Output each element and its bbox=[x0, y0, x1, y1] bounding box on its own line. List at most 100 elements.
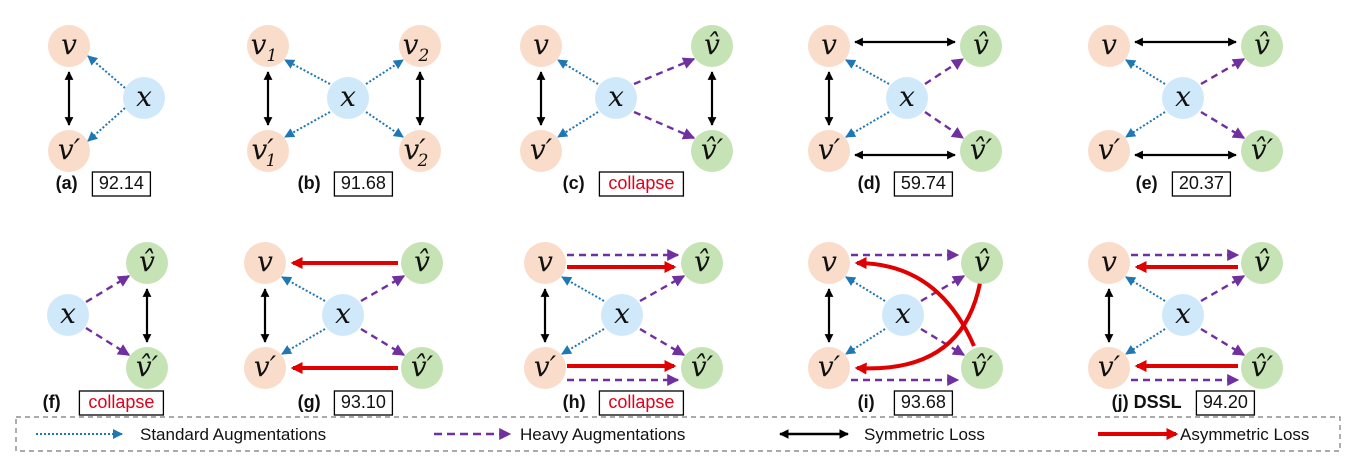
node-x-label: x bbox=[895, 297, 911, 330]
node-v2 bbox=[399, 25, 441, 67]
score-box bbox=[1195, 390, 1256, 416]
node-x-label: x bbox=[614, 297, 630, 330]
score-box bbox=[91, 171, 152, 197]
score-box bbox=[1171, 171, 1232, 197]
node-v bbox=[520, 25, 562, 67]
node-v-prime-label: v′ bbox=[254, 350, 277, 383]
node-v-hat-prime bbox=[1241, 130, 1283, 172]
score-box bbox=[893, 171, 954, 197]
node-v-label: v bbox=[1101, 28, 1117, 61]
heavy-aug-arrow bbox=[360, 327, 406, 357]
node-v-hat bbox=[401, 242, 443, 284]
node-v bbox=[808, 25, 850, 67]
legend-asymmetric: Asymmetric Loss bbox=[1180, 425, 1309, 444]
node-v-prime bbox=[48, 130, 90, 172]
panel-label: (b) bbox=[298, 173, 321, 193]
node-x-label: x bbox=[1175, 297, 1191, 330]
panel-label: (e) bbox=[1136, 173, 1158, 193]
score-value: collapse bbox=[88, 392, 154, 412]
node-v-prime-label: v′ bbox=[818, 133, 841, 166]
node-x bbox=[1162, 294, 1204, 336]
legend-border bbox=[15, 416, 1341, 452]
node-x bbox=[1162, 77, 1204, 119]
node-v-prime-label: v′ bbox=[1098, 133, 1121, 166]
panel-g: vv′v̂v̂′x(g)93.10 bbox=[244, 242, 443, 416]
node-v-hat-prime-label: v̂′ bbox=[691, 350, 714, 383]
node-x-label: x bbox=[899, 80, 915, 113]
node-v bbox=[524, 242, 566, 284]
node-v-prime bbox=[1088, 130, 1130, 172]
node-v-hat-prime bbox=[691, 130, 733, 172]
heavy-aug-arrow bbox=[1200, 57, 1246, 86]
node-v-hat-prime-label: v̂′ bbox=[1251, 350, 1274, 383]
node-x bbox=[886, 77, 928, 119]
node-v-hat bbox=[960, 25, 1002, 67]
panel-a: vv′x(a)92.14 bbox=[48, 25, 165, 197]
standard-aug-arrow bbox=[845, 328, 886, 355]
node-v-hat-label: v̂ bbox=[974, 245, 990, 278]
node-v-prime-label: v′ bbox=[818, 350, 841, 383]
node-v-hat-label: v̂ bbox=[1254, 245, 1270, 278]
standard-aug-arrow bbox=[1125, 59, 1166, 85]
score-box bbox=[893, 390, 954, 416]
node-v-label: v bbox=[821, 245, 837, 278]
node-v-label: v bbox=[821, 28, 837, 61]
node-v-hat-label: v̂ bbox=[1254, 28, 1270, 61]
score-value: collapse bbox=[608, 392, 674, 412]
heavy-aug-arrow bbox=[1200, 274, 1246, 303]
node-v-hat bbox=[961, 242, 1003, 284]
heavy-aug-arrow bbox=[639, 327, 686, 357]
standard-aug-arrow bbox=[561, 328, 605, 355]
heavy-aug-arrow bbox=[85, 274, 131, 304]
node-x bbox=[595, 77, 637, 119]
node-x-label: x bbox=[136, 80, 152, 113]
heavy-aug-arrow bbox=[360, 274, 406, 303]
panel-label: (i) bbox=[858, 392, 875, 412]
panel-e: vv′v̂v̂′x(e)20.37 bbox=[1088, 25, 1283, 197]
standard-aug-arrow bbox=[87, 55, 126, 89]
heavy-aug-arrow bbox=[1200, 110, 1246, 140]
node-v bbox=[808, 242, 850, 284]
panel-label: (c) bbox=[563, 173, 585, 193]
standard-aug-arrow bbox=[365, 111, 404, 138]
standard-aug-arrow bbox=[1125, 111, 1166, 138]
node-x bbox=[47, 294, 89, 336]
panel-label: (h) bbox=[563, 392, 586, 412]
node-v-hat-prime-label: v̂′ bbox=[136, 350, 159, 383]
score-box bbox=[598, 171, 685, 197]
legend-symmetric: Symmetric Loss bbox=[864, 425, 985, 444]
node-v-hat bbox=[681, 242, 723, 284]
node-v-label: v bbox=[61, 28, 77, 61]
node-v2-prime bbox=[399, 130, 441, 172]
standard-aug-arrow bbox=[281, 328, 326, 355]
score-value: 93.68 bbox=[901, 392, 946, 412]
node-v-hat-label: v̂ bbox=[139, 245, 155, 278]
node-v-prime-label: v′ bbox=[530, 133, 553, 166]
node-v-hat-prime bbox=[681, 347, 723, 389]
panel-c: vv′v̂v̂′x(c)collapse bbox=[520, 25, 733, 197]
node-v bbox=[244, 242, 286, 284]
heavy-aug-arrow bbox=[924, 111, 964, 139]
standard-aug-arrow bbox=[845, 111, 890, 138]
heavy-aug-arrow bbox=[633, 57, 696, 86]
node-v-prime-label: v′ bbox=[1098, 350, 1121, 383]
node-v-prime bbox=[808, 347, 850, 389]
node-v-hat-prime bbox=[960, 130, 1002, 172]
legend: Standard Augmentations Heavy Augmentatio… bbox=[15, 416, 1341, 452]
standard-aug-arrow bbox=[87, 107, 126, 142]
node-v1-prime bbox=[247, 130, 289, 172]
legend-heavy: Heavy Augmentations bbox=[520, 425, 685, 444]
node-x bbox=[327, 77, 369, 119]
node-v bbox=[1088, 25, 1130, 67]
score-box bbox=[333, 390, 394, 416]
score-value: 59.74 bbox=[901, 173, 946, 193]
node-v-label: v bbox=[533, 28, 549, 61]
score-value: collapse bbox=[608, 173, 674, 193]
heavy-aug-arrow bbox=[920, 274, 966, 303]
standard-aug-arrow bbox=[845, 276, 886, 302]
standard-aug-arrow bbox=[557, 59, 599, 85]
node-v-hat-prime bbox=[1241, 347, 1283, 389]
node-v1-prime-label: v′1 bbox=[251, 133, 276, 171]
node-x bbox=[322, 294, 364, 336]
